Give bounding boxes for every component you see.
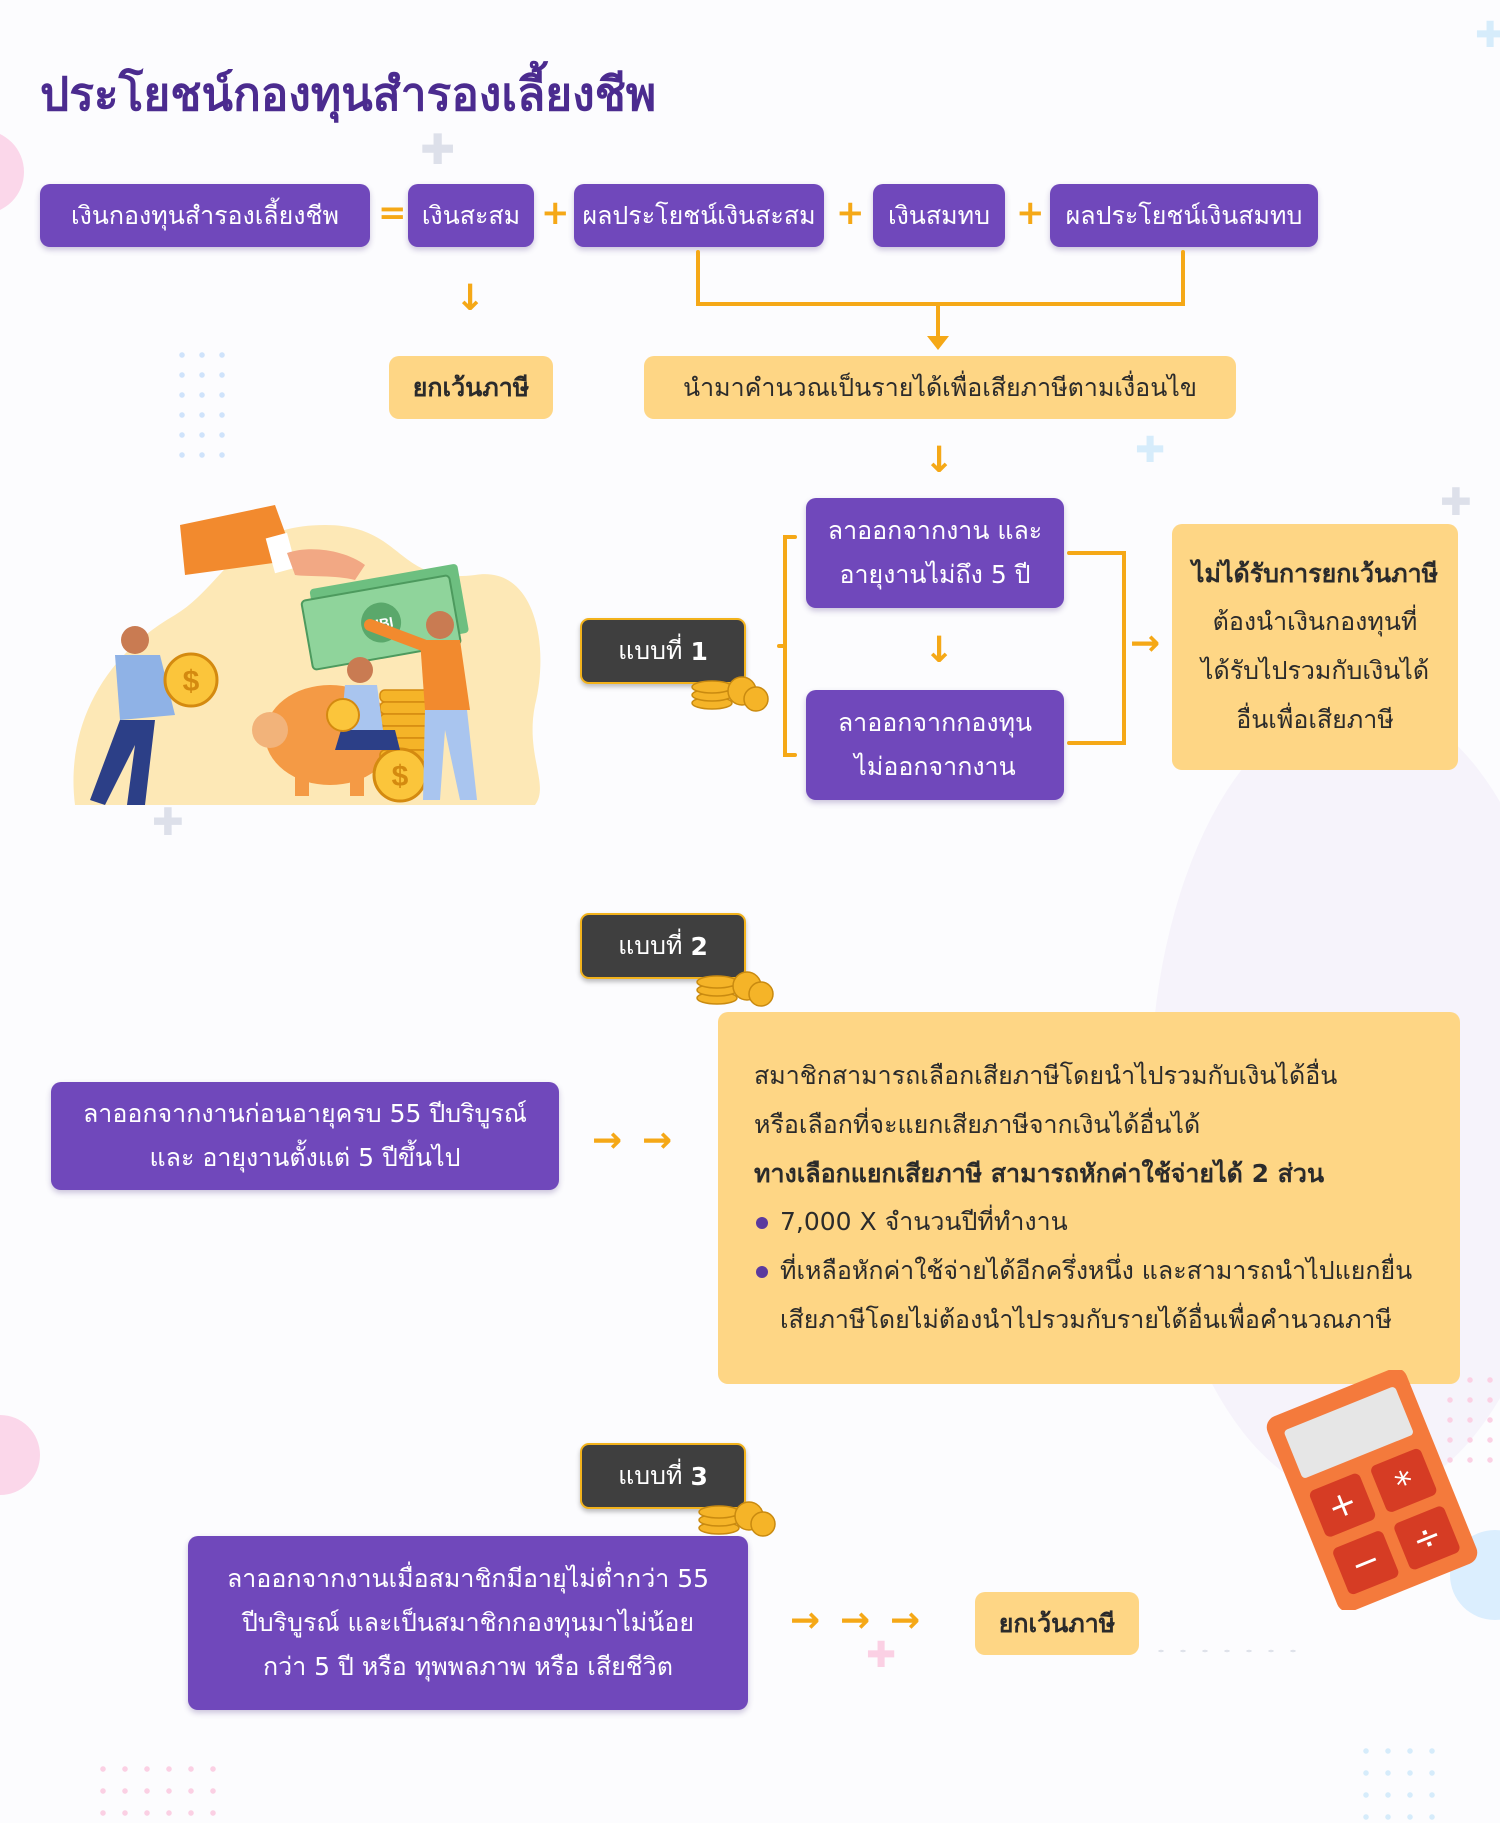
calculator-icon: + * − ÷ xyxy=(1266,1370,1478,1610)
case-1-result-box: ไม่ได้รับการยกเว้นภาษี ต้องนำเงินกองทุนท… xyxy=(1172,524,1458,770)
plus-sign: + xyxy=(541,193,570,233)
condition-text: ลาออกจากกองทุน xyxy=(837,708,1033,738)
bullet-text: ที่เหลือหักค่าใช้จ่ายได้อีกครึ่งหนึ่ง แล… xyxy=(780,1256,1413,1285)
right-arrow-icon: → xyxy=(1130,623,1161,664)
coin-symbol: $ xyxy=(392,760,409,793)
page-title: ประโยชน์กองทุนสำรองเลี้ยงชีพ xyxy=(40,67,657,121)
dot-grid-decoration xyxy=(172,345,232,470)
tax-exempt-label: ยกเว้นภาษี xyxy=(412,372,530,402)
detail-bold-text: ทางเลือกแยกเสียภาษี สามารถหักค่าใช้จ่ายไ… xyxy=(754,1158,1325,1188)
formula-total-box: เงินกองทุนสำรองเลี้ยงชีพ xyxy=(40,184,370,247)
condition-text: ลาออกจากงานก่อนอายุครบ 55 ปีบริบูรณ์ xyxy=(82,1099,527,1129)
money-illustration: UBI $ $ xyxy=(73,505,541,805)
dot-grid-decoration xyxy=(92,1758,232,1818)
case-2-label: แบบที่2 xyxy=(580,913,746,979)
result-title: ไม่ได้รับการยกเว้นภาษี xyxy=(1191,558,1439,588)
right-arrow-icon: → xyxy=(890,1600,921,1641)
case-1-label: แบบที่1 xyxy=(580,618,746,684)
condition-text: ไม่ออกจากงาน xyxy=(854,752,1016,781)
formula-total-label: เงินกองทุนสำรองเลี้ยงชีพ xyxy=(71,200,339,230)
formula-item-box: เงินสะสม xyxy=(408,184,534,247)
coin-symbol: $ xyxy=(183,665,200,698)
case-label-text: แบบที่ xyxy=(618,636,683,665)
equals-sign: = xyxy=(378,193,407,233)
coins-icon xyxy=(698,1501,776,1537)
plus-decoration-icon: ✚ xyxy=(866,1635,897,1676)
case-2-condition-box: ลาออกจากงานก่อนอายุครบ 55 ปีบริบูรณ์ และ… xyxy=(51,1082,559,1190)
plus-decoration-icon: ✚ xyxy=(420,125,456,174)
down-arrow-icon: ↓ xyxy=(924,440,955,481)
result-text: ต้องนำเงินกองทุนที่ xyxy=(1212,607,1418,637)
dot-grid-decoration xyxy=(1440,1370,1500,1470)
plus-sign: + xyxy=(1016,193,1045,233)
condition-text: อายุงานไม่ถึง 5 ปี xyxy=(839,560,1031,589)
coins-icon xyxy=(691,676,769,712)
case-label-text: แบบที่ xyxy=(618,1461,683,1490)
detail-text: หรือเลือกที่จะแยกเสียภาษีจากเงินได้อื่นไ… xyxy=(754,1109,1201,1139)
formula-item-box: เงินสมทบ xyxy=(873,184,1005,247)
plus-decoration-icon: ✚ xyxy=(1475,15,1500,56)
down-arrow-icon: ↓ xyxy=(924,630,955,671)
taxable-condition-label: นำมาคำนวณเป็นรายได้เพื่อเสียภาษีตามเงื่อ… xyxy=(683,372,1197,402)
dot-grid-decoration xyxy=(1355,1740,1445,1820)
down-arrow-icon: ↓ xyxy=(455,278,486,319)
formula-item-label: ผลประโยชน์เงินสะสม xyxy=(582,200,816,230)
right-arrow-icon: → xyxy=(840,1600,871,1641)
case-3-label: แบบที่3 xyxy=(580,1443,746,1509)
case-1-condition-b-box: ลาออกจากกองทุน ไม่ออกจากงาน xyxy=(806,690,1064,800)
condition-text: กว่า 5 ปี หรือ ทุพพลภาพ หรือ เสียชีวิต xyxy=(263,1651,673,1681)
result-text: อื่นเพื่อเสียภาษี xyxy=(1236,704,1394,734)
right-arrow-icon: → xyxy=(790,1600,821,1641)
taxable-condition-box: นำมาคำนวณเป็นรายได้เพื่อเสียภาษีตามเงื่อ… xyxy=(644,356,1236,419)
plus-decoration-icon: ✚ xyxy=(1135,430,1166,471)
condition-text: และ อายุงานตั้งแต่ 5 ปีขึ้นไป xyxy=(149,1143,461,1172)
formula-item-box: ผลประโยชน์เงินสะสม xyxy=(574,184,824,247)
formula-item-box: ผลประโยชน์เงินสมทบ xyxy=(1050,184,1318,247)
case-3-result-box: ยกเว้นภาษี xyxy=(975,1592,1139,1655)
formula-item-label: เงินสะสม xyxy=(421,200,521,230)
right-arrow-icon: → xyxy=(642,1120,673,1161)
case-2-detail-box: สมาชิกสามารถเลือกเสียภาษีโดยนำไปรวมกับเง… xyxy=(718,1012,1460,1384)
formula-item-label: เงินสมทบ xyxy=(888,200,990,230)
case-number: 2 xyxy=(690,931,708,961)
plus-decoration-icon: ✚ xyxy=(152,800,184,844)
right-arrow-icon: → xyxy=(592,1120,623,1161)
case-3-result-label: ยกเว้นภาษี xyxy=(998,1608,1116,1638)
case-label-text: แบบที่ xyxy=(618,931,683,960)
plus-sign: + xyxy=(836,193,865,233)
list-item: ที่เหลือหักค่าใช้จ่ายได้อีกครึ่งหนึ่ง แล… xyxy=(754,1247,1424,1345)
bullet-text: เสียภาษีโดยไม่ต้องนำไปรวมกับรายได้อื่นเพ… xyxy=(780,1304,1392,1334)
plus-decoration-icon: ✚ xyxy=(1440,480,1472,524)
condition-text: ลาออกจากงาน และ xyxy=(827,516,1043,546)
list-item: 7,000 X จำนวนปีที่ทำงาน xyxy=(754,1198,1424,1247)
coins-icon xyxy=(696,971,774,1007)
deduction-list: 7,000 X จำนวนปีที่ทำงาน ที่เหลือหักค่าใช… xyxy=(754,1198,1424,1344)
case-3-condition-box: ลาออกจากงานเมื่อสมาชิกมีอายุไม่ต่ำกว่า 5… xyxy=(188,1536,748,1710)
condition-text: ปีบริบูรณ์ และเป็นสมาชิกกองทุนมาไม่น้อย xyxy=(241,1608,695,1638)
bullet-text: 7,000 X จำนวนปีที่ทำงาน xyxy=(780,1207,1068,1237)
case-number: 3 xyxy=(690,1461,708,1491)
result-text: ได้รับไปรวมกับเงินได้ xyxy=(1200,656,1430,685)
condition-text: ลาออกจากงานเมื่อสมาชิกมีอายุไม่ต่ำกว่า 5… xyxy=(226,1564,710,1594)
case-1-condition-a-box: ลาออกจากงาน และ อายุงานไม่ถึง 5 ปี xyxy=(806,498,1064,608)
dot-line-decoration xyxy=(1150,1646,1310,1656)
tax-exempt-box: ยกเว้นภาษี xyxy=(389,356,553,419)
case-number: 1 xyxy=(690,636,708,666)
formula-item-label: ผลประโยชน์เงินสมทบ xyxy=(1065,200,1303,230)
detail-text: สมาชิกสามารถเลือกเสียภาษีโดยนำไปรวมกับเง… xyxy=(754,1061,1338,1090)
